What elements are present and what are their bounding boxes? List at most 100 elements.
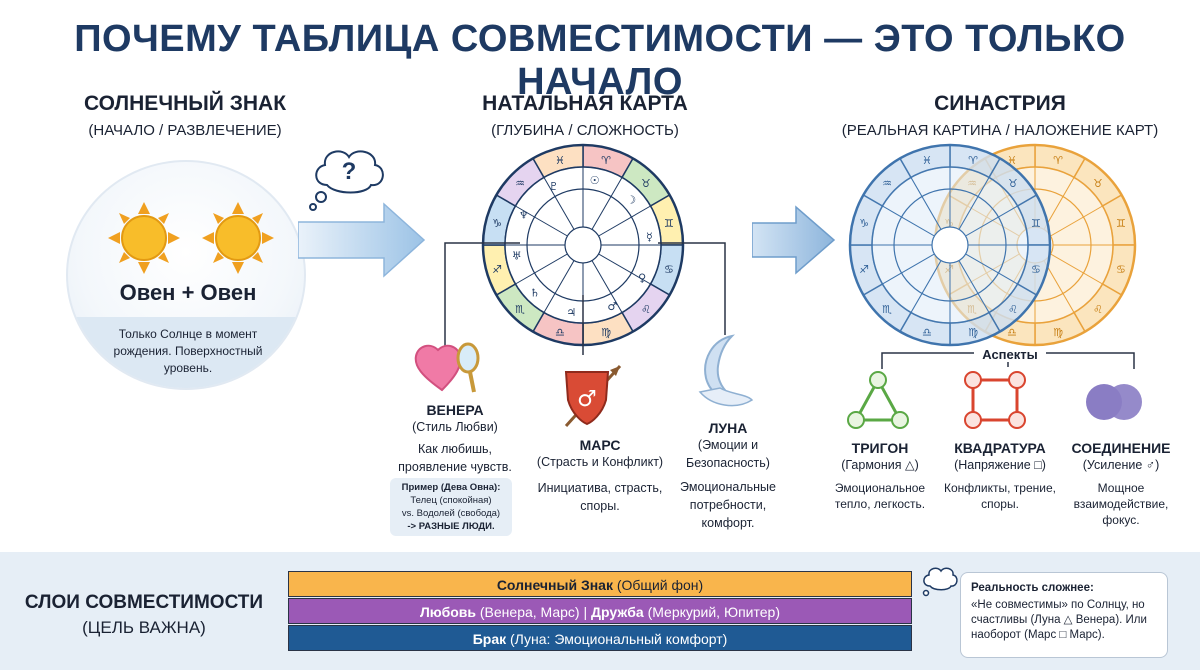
question-mark: ? <box>342 158 357 185</box>
venus-heart-mirror-icon <box>414 342 480 393</box>
sun-sign-band <box>68 317 304 388</box>
layers-stack: Солнечный Знак (Общий фон) Любовь (Венер… <box>288 571 912 651</box>
natal-chart-column-header: НАТАЛЬНАЯ КАРТА (ГЛУБИНА / СЛОЖНОСТЬ) <box>440 92 730 139</box>
layer-bar-sun: Солнечный Знак (Общий фон) <box>288 571 912 597</box>
conjunction-desc: Мощное взаимодействие, фокус. <box>1073 481 1169 527</box>
layer-friendship-bold: Дружба <box>591 604 644 620</box>
zodiac-glyph: ♎ <box>922 326 932 339</box>
venus-block: ВЕНЕРА (Стиль Любви) Как любишь, проявле… <box>390 402 520 476</box>
square-block: КВАДРАТУРА (Напряжение □) Конфликты, тре… <box>940 440 1060 512</box>
example-line-2: vs. Водолей (свобода) <box>401 508 501 519</box>
zodiac-glyph: ♋ <box>1031 263 1041 276</box>
mars-block: МАРС (Страсть и Конфликт) Инициатива, ст… <box>530 437 670 515</box>
planet-glyph: ♀ <box>638 271 646 284</box>
zodiac-glyph: ♎ <box>555 326 565 339</box>
square-sub: (Напряжение □) <box>954 458 1046 472</box>
zodiac-glyph: ♐ <box>859 263 869 276</box>
zodiac-glyph: ♉ <box>641 177 651 190</box>
layers-heading: СЛОИ СОВМЕСТИМОСТИ <box>24 592 264 613</box>
reality-note-box: Реальность сложнее: «Не совместимы» по С… <box>960 572 1168 658</box>
layers-title-block: СЛОИ СОВМЕСТИМОСТИ (ЦЕЛЬ ВАЖНА) <box>14 592 274 638</box>
moon-icon <box>698 334 754 407</box>
zodiac-glyph: ♑ <box>859 217 869 230</box>
zodiac-glyph: ♍ <box>601 326 611 339</box>
layers-subheading: (ЦЕЛЬ ВАЖНА) <box>82 618 206 637</box>
square-icon <box>964 371 1026 429</box>
sun-sign-pair-label: Овен + Овен <box>119 280 257 305</box>
synastry-wheels: ♈♉♊♋♌♍♎♏♐♑♒♓♈♉♊♋♌♍♎♏♐♑♒♓ <box>848 143 1137 347</box>
moon-block: ЛУНА (Эмоции и Безопасность) Эмоциональн… <box>668 420 788 532</box>
planet-glyph: ♅ <box>512 249 522 262</box>
example-line-3: -> РАЗНЫЕ ЛЮДИ. <box>407 521 495 532</box>
example-title: Пример (Дева Овна): <box>401 482 501 493</box>
layer-friendship-rest: (Меркурий, Юпитер) <box>643 604 780 620</box>
svg-text:♂: ♂ <box>577 387 597 412</box>
zodiac-glyph: ♌ <box>1093 303 1103 316</box>
planet-glyph: ♂ <box>607 300 617 313</box>
note-title: Реальность сложнее: <box>971 582 1094 594</box>
natal-chart-wheel: ♈♉♊♋♌♍♎♏♐♑♒♓☉☽☿♀♂♃♄♅♆♇ <box>481 143 685 347</box>
thought-bubble-small-icon <box>922 567 958 597</box>
zodiac-glyph: ♋ <box>664 263 674 276</box>
venus-sub: (Стиль Любви) <box>412 420 498 434</box>
trine-icon <box>847 371 909 429</box>
sun-sign-column-header: СОЛНЕЧНЫЙ ЗНАК (НАЧАЛО / РАЗВЛЕЧЕНИЕ) <box>40 92 330 139</box>
layer-love-bold: Любовь <box>419 604 476 620</box>
trine-sub: (Гармония △) <box>841 458 919 472</box>
layer-marriage-bold: Брак <box>472 631 507 647</box>
planet-glyph: ☽ <box>626 193 636 206</box>
zodiac-glyph: ♒ <box>882 177 892 190</box>
natal-chart-heading: НАТАЛЬНАЯ КАРТА <box>482 92 688 115</box>
zodiac-glyph: ♏ <box>515 303 525 316</box>
zodiac-glyph: ♍ <box>968 326 978 339</box>
square-desc: Конфликты, трение, споры. <box>944 481 1056 511</box>
synastry-heading: СИНАСТРИЯ <box>934 92 1066 115</box>
note-body: «Не совместимы» по Солнцу, но счастливы … <box>971 599 1147 641</box>
conjunction-block: СОЕДИНЕНИЕ (Усиление ♂) Мощное взаимодей… <box>1058 440 1184 528</box>
zodiac-glyph: ♏ <box>882 303 892 316</box>
planet-glyph: ♇ <box>549 180 559 193</box>
arrow-right-icon <box>298 202 426 278</box>
planet-glyph: ☉ <box>590 174 600 187</box>
natal-chart-subheading: (ГЛУБИНА / СЛОЖНОСТЬ) <box>491 122 679 139</box>
mars-sub: (Страсть и Конфликт) <box>536 455 664 469</box>
synastry-subheading: (РЕАЛЬНАЯ КАРТИНА / НАЛОЖЕНИЕ КАРТ) <box>841 122 1159 139</box>
sun-sign-heading: СОЛНЕЧНЫЙ ЗНАК <box>83 92 287 115</box>
conjunction-icon <box>1086 384 1142 420</box>
layer-sun-bold: Солнечный Знак <box>496 577 613 593</box>
conjunction-sub: (Усиление ♂) <box>1082 458 1160 472</box>
zodiac-glyph: ♓ <box>922 154 932 167</box>
square-name: КВАДРАТУРА <box>954 440 1046 456</box>
venus-name: ВЕНЕРА <box>426 402 484 418</box>
zodiac-glyph: ♐ <box>492 263 502 276</box>
page-title: ПОЧЕМУ ТАБЛИЦА СОВМЕСТИМОСТИ — ЭТО ТОЛЬК… <box>74 18 1126 103</box>
conjunction-name: СОЕДИНЕНИЕ <box>1071 440 1171 456</box>
zodiac-glyph: ♉ <box>1093 177 1103 190</box>
sun-icon <box>202 202 274 274</box>
sun-sign-description: Только Солнце в момент рождения. Поверхн… <box>113 327 263 375</box>
layer-bar-love-friendship: Любовь (Венера, Марс) | Дружба (Меркурий… <box>288 598 912 624</box>
layer-marriage-rest: (Луна: Эмоциональный комфорт) <box>506 631 728 647</box>
venus-desc: Как любишь, проявление чувств. <box>398 442 512 474</box>
moon-sub: (Эмоции и Безопасность) <box>686 438 770 470</box>
moon-name: ЛУНА <box>708 420 748 436</box>
mars-shield-spear-icon: ♂ <box>564 364 622 428</box>
sun-sign-circle: Овен + Овен Только Солнце в момент рожде… <box>66 160 306 390</box>
planet-glyph: ☿ <box>646 231 653 244</box>
zodiac-glyph: ♎ <box>1007 326 1017 339</box>
aspects-header: Аспекты <box>880 346 1140 364</box>
zodiac-glyph: ♒ <box>515 177 525 190</box>
zodiac-glyph: ♑ <box>492 217 502 230</box>
zodiac-glyph: ♌ <box>1008 303 1018 316</box>
layer-sun-rest: (Общий фон) <box>612 577 704 593</box>
trine-name: ТРИГОН <box>851 440 909 456</box>
trine-desc: Эмоциональное тепло, легкость. <box>834 481 926 511</box>
zodiac-glyph: ♊ <box>1031 217 1041 230</box>
layer-bar-marriage: Брак (Луна: Эмоциональный комфорт) <box>288 625 912 651</box>
planet-glyph: ♃ <box>566 306 576 319</box>
mars-desc: Инициатива, страсть, споры. <box>537 481 663 513</box>
planet-glyph: ♄ <box>530 287 540 300</box>
zodiac-glyph: ♌ <box>641 303 651 316</box>
zodiac-glyph: ♓ <box>555 154 565 167</box>
zodiac-glyph: ♋ <box>1116 263 1126 276</box>
